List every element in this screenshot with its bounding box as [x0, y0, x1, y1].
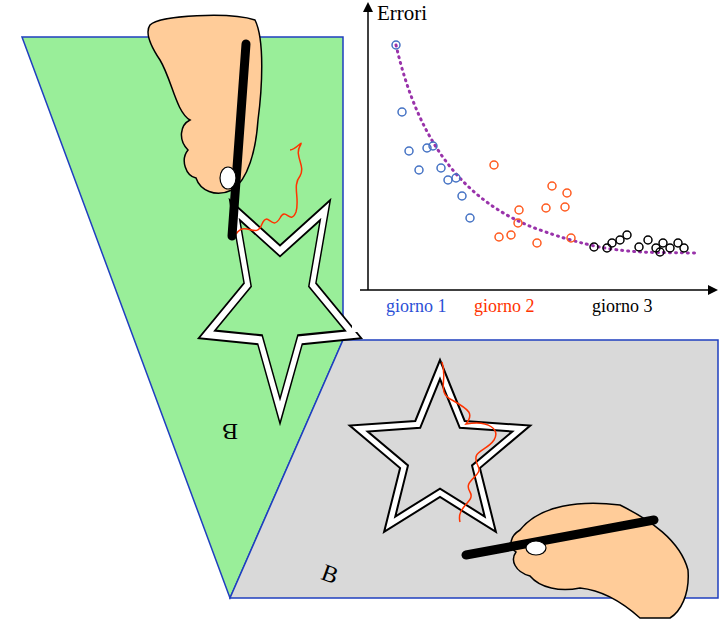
mirrored-letter: B [222, 420, 238, 444]
axis-label: giorno 3 [592, 297, 653, 315]
axis-label: giorno 1 [386, 297, 447, 315]
trace-line [442, 362, 496, 522]
mirrored-star [199, 200, 362, 423]
axis-title: Errori [377, 3, 427, 24]
hand [148, 15, 262, 236]
learning-chart [352, 2, 718, 332]
hand [466, 503, 688, 618]
star-outline [350, 360, 531, 532]
axis-label: giorno 2 [474, 297, 535, 315]
